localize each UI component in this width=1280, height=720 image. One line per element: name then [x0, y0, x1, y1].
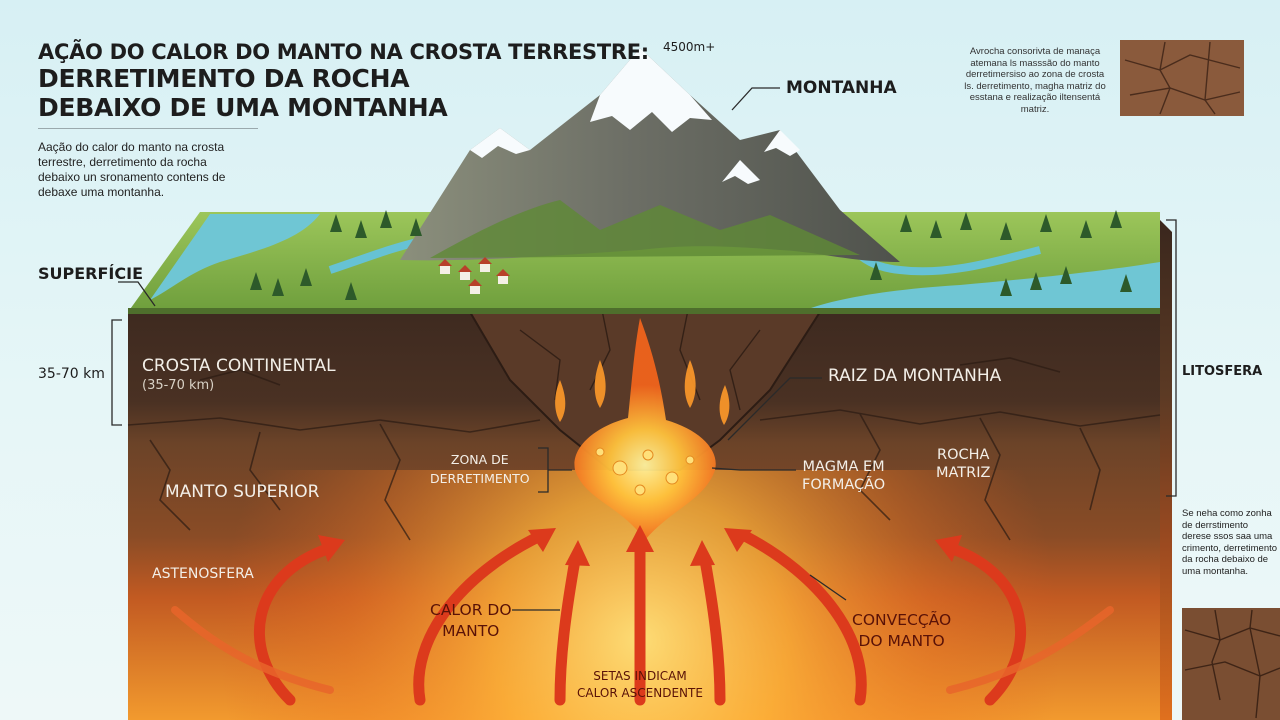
- label-melt-zone-line-2: DERRETIMENTO: [430, 471, 530, 486]
- rock-cracks: [127, 357, 1161, 541]
- label-asthenosphere: ASTENOSFERA: [152, 566, 254, 582]
- intro-text: Aação do calor do manto na crosta terres…: [38, 140, 226, 199]
- label-melt-zone-line-1: ZONA DE: [450, 452, 509, 467]
- note-top-right: Avrocha consorivta de manaça atemana ls …: [964, 46, 1106, 115]
- leader-mountain: [731, 87, 780, 111]
- label-continental-crust: CROSTA CONTINENTAL: [142, 356, 336, 376]
- lake-right: [800, 262, 1160, 312]
- mountain-snow-left: [470, 128, 530, 158]
- title-line-1: AÇÃO DO CALOR DO MANTO NA CROSTA TERREST…: [38, 40, 649, 64]
- swatch-bottom-cracks: [1184, 609, 1280, 719]
- label-arrows-line-2: CALOR ASCENDENTE: [577, 686, 703, 700]
- label-arrows-legend: SETAS INDICAM CALOR ASCENDENTE: [560, 668, 720, 702]
- arrow-center-right: [699, 554, 726, 706]
- mountain-body: [400, 48, 900, 262]
- label-thickness: 35-70 km: [38, 366, 105, 382]
- surface-edge: [128, 308, 1160, 314]
- title-divider: [38, 128, 258, 129]
- arrow-heads: [318, 525, 962, 566]
- convection-arrows: [254, 530, 1026, 706]
- label-magma-forming: MAGMA EM FORMAÇÃO: [802, 458, 885, 494]
- note-right-side: Se neha como zonha de derrstimento deres…: [1182, 508, 1278, 577]
- label-matrix-line-1: ROCHA: [937, 447, 990, 463]
- label-arrows-line-1: SETAS INDICAM: [593, 669, 687, 683]
- label-convection-line-1: CONVECÇÃO: [852, 611, 952, 629]
- swatch-top-cracks: [1124, 41, 1241, 115]
- label-matrix-line-2: MATRIZ: [936, 465, 991, 481]
- bracket-crust: [111, 319, 122, 426]
- arrow-left-outer: [254, 542, 336, 706]
- label-melt-zone: ZONA DE DERRETIMENTO: [430, 450, 530, 488]
- title-line-2: DERRETIMENTO DA ROCHA: [38, 64, 410, 93]
- surface-top: [128, 212, 1160, 312]
- mountain-snow-mid: [722, 160, 760, 184]
- label-surface: SUPERFÍCIE: [38, 264, 143, 283]
- block-side-face: [1160, 220, 1172, 720]
- arrow-center-left: [554, 554, 581, 706]
- label-crust-thickness: (35-70 km): [142, 378, 215, 393]
- magma-flames: [555, 360, 730, 425]
- forest: [250, 210, 1132, 300]
- label-altitude: 4500m+: [663, 40, 716, 54]
- leader-convection: [809, 574, 847, 601]
- rock-texture-swatch-top: [1120, 40, 1244, 116]
- label-mantle-convection: CONVECÇÃO DO MANTO: [852, 610, 951, 652]
- label-mantle-heat: CALOR DO MANTO: [430, 600, 512, 642]
- title-line-3: DEBAIXO DE UMA MONTANHA: [38, 93, 448, 122]
- return-arrows: [171, 606, 1114, 694]
- mountain-slopes: [430, 200, 860, 258]
- leader-surface: [118, 281, 156, 307]
- mountain-snow-right: [764, 130, 800, 156]
- lake-left: [150, 214, 320, 300]
- label-magma-line-2: FORMAÇÃO: [802, 477, 886, 493]
- label-mountain: MONTANHA: [786, 78, 897, 98]
- label-convection-line-2: DO MANTO: [858, 632, 945, 650]
- leader-lines: [111, 87, 1177, 611]
- label-heat-line-2: MANTO: [442, 622, 500, 640]
- magma-plume: [574, 318, 716, 540]
- leader-magma: [711, 467, 796, 471]
- bracket-lithosphere: [1166, 219, 1177, 497]
- leader-root: [727, 377, 822, 441]
- village: [438, 257, 510, 294]
- magma-bubbles: [595, 447, 695, 496]
- label-heat-line-1: CALOR DO: [430, 601, 512, 619]
- arrow-left-inner: [413, 530, 546, 706]
- label-upper-mantle: MANTO SUPERIOR: [165, 482, 320, 502]
- label-lithosphere: LITOSFERA: [1182, 364, 1263, 379]
- label-mountain-root: RAIZ DA MONTANHA: [828, 366, 1002, 386]
- arrow-right-inner: [739, 530, 867, 706]
- label-host-rock: ROCHA MATRIZ: [936, 446, 990, 482]
- label-magma-line-1: MAGMA EM: [802, 459, 885, 475]
- arrow-right-outer: [944, 542, 1026, 706]
- mountain-snow-main: [590, 48, 712, 132]
